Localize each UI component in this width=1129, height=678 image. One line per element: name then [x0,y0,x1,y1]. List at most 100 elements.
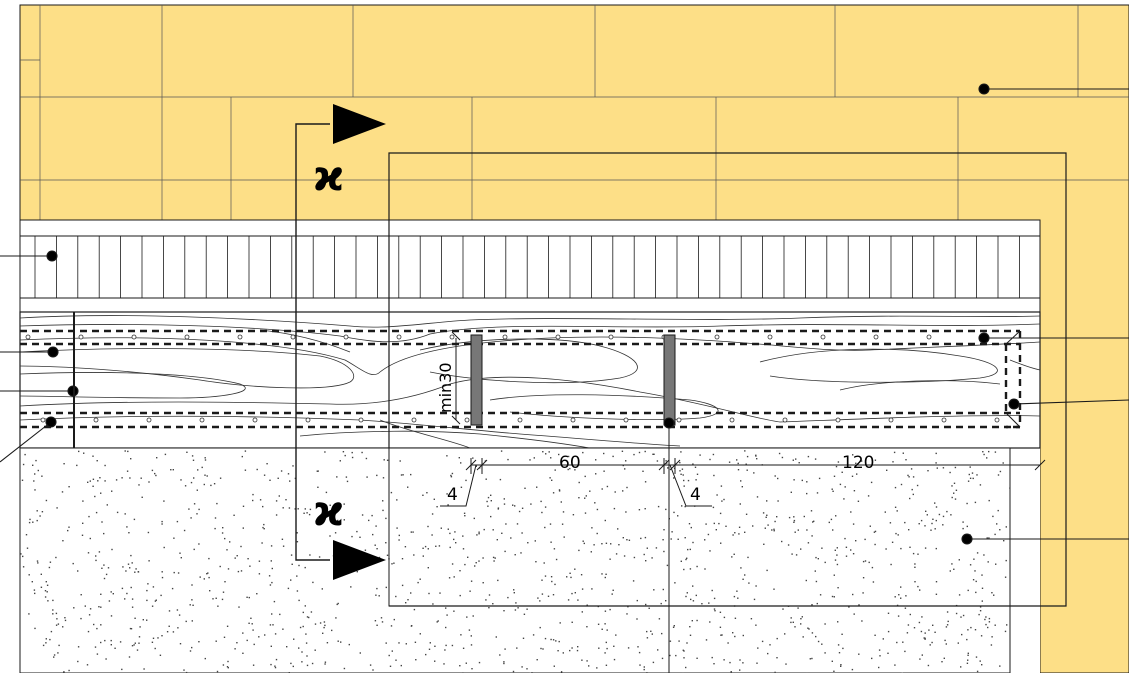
concrete-speck [639,652,640,653]
concrete-speck [423,555,424,556]
concrete-speck [312,582,313,583]
concrete-speck [505,523,506,524]
rebar-dot [79,335,83,339]
concrete-speck [581,574,582,575]
concrete-speck [542,648,543,649]
concrete-speck [927,514,928,515]
rebar-dot [783,418,787,422]
concrete-speck [955,467,956,468]
concrete-speck [763,544,764,545]
concrete-speck [991,644,992,645]
concrete-speck [613,646,614,647]
timber-layer [20,312,1040,450]
concrete-speck [663,529,664,530]
concrete-speck [283,507,284,508]
concrete-speck [135,643,136,644]
concrete-speck [519,511,520,512]
concrete-speck [493,557,494,558]
concrete-speck [811,535,812,536]
rebar-dot [132,335,136,339]
concrete-speck [164,547,165,548]
concrete-speck [973,559,974,560]
concrete-speck [747,470,748,471]
concrete-speck [319,556,320,557]
concrete-speck [431,534,432,535]
concrete-speck [712,590,713,591]
concrete-speck [598,648,599,649]
concrete-speck [901,484,902,485]
concrete-speck [693,600,694,601]
concrete-speck [829,522,830,523]
concrete-speck [500,479,501,480]
concrete-speck [883,638,884,639]
concrete-speck [691,527,692,528]
concrete-speck [270,664,271,665]
concrete-speck [194,549,195,550]
concrete-speck [966,639,967,640]
concrete-speck [420,633,421,634]
concrete-speck [96,628,97,629]
concrete-speck [161,523,162,524]
concrete-speck [795,458,796,459]
concrete-speck [573,514,574,515]
concrete-speck [114,648,115,649]
concrete-speck [639,509,640,510]
concrete-speck [190,650,191,651]
concrete-speck [646,631,647,632]
concrete-speck [986,457,987,458]
dim-min30: min30 [436,362,455,413]
concrete-speck [554,584,555,585]
concrete-speck [439,545,440,546]
concrete-speck [223,664,224,665]
concrete-speck [570,577,571,578]
concrete-speck [639,452,640,453]
concrete-speck [874,635,875,636]
concrete-speck [476,562,477,563]
concrete-speck [62,540,63,541]
concrete-speck [478,533,479,534]
concrete-speck [863,561,864,562]
concrete-speck [988,451,989,452]
concrete-speck [539,600,540,601]
concrete-speck [872,567,873,568]
concrete-speck [351,536,352,537]
concrete-speck [586,660,587,661]
concrete-speck [482,557,483,558]
concrete-speck [854,613,855,614]
concrete-speck [955,498,956,499]
concrete-speck [895,487,896,488]
concrete-speck [591,551,592,552]
concrete-speck [78,646,79,647]
concrete-speck [247,640,248,641]
concrete-speck [842,648,843,649]
concrete-speck [793,479,794,480]
concrete-speck [642,471,643,472]
concrete-speck [609,559,610,560]
concrete-speck [249,597,250,598]
concrete-speck [417,582,418,583]
concrete-speck [366,458,367,459]
concrete-speck [180,479,181,480]
concrete-speck [802,616,803,617]
concrete-speck [155,475,156,476]
concrete-speck [208,577,209,578]
concrete-speck [80,618,81,619]
concrete-speck [88,516,89,517]
concrete-speck [109,600,110,601]
concrete-speck [384,459,385,460]
concrete-speck [285,499,286,500]
concrete-speck [674,625,675,626]
concrete-speck [248,623,249,624]
concrete-speck [261,542,262,543]
concrete-speck [441,528,442,529]
concrete-speck [216,503,217,504]
concrete-speck [392,650,393,651]
concrete-speck [278,478,279,479]
concrete-speck [793,522,794,523]
concrete-speck [344,668,345,669]
concrete-speck [214,528,215,529]
rebar-dot [359,418,363,422]
concrete-speck [639,664,640,665]
concrete-speck [683,650,684,651]
concrete-speck [582,452,583,453]
